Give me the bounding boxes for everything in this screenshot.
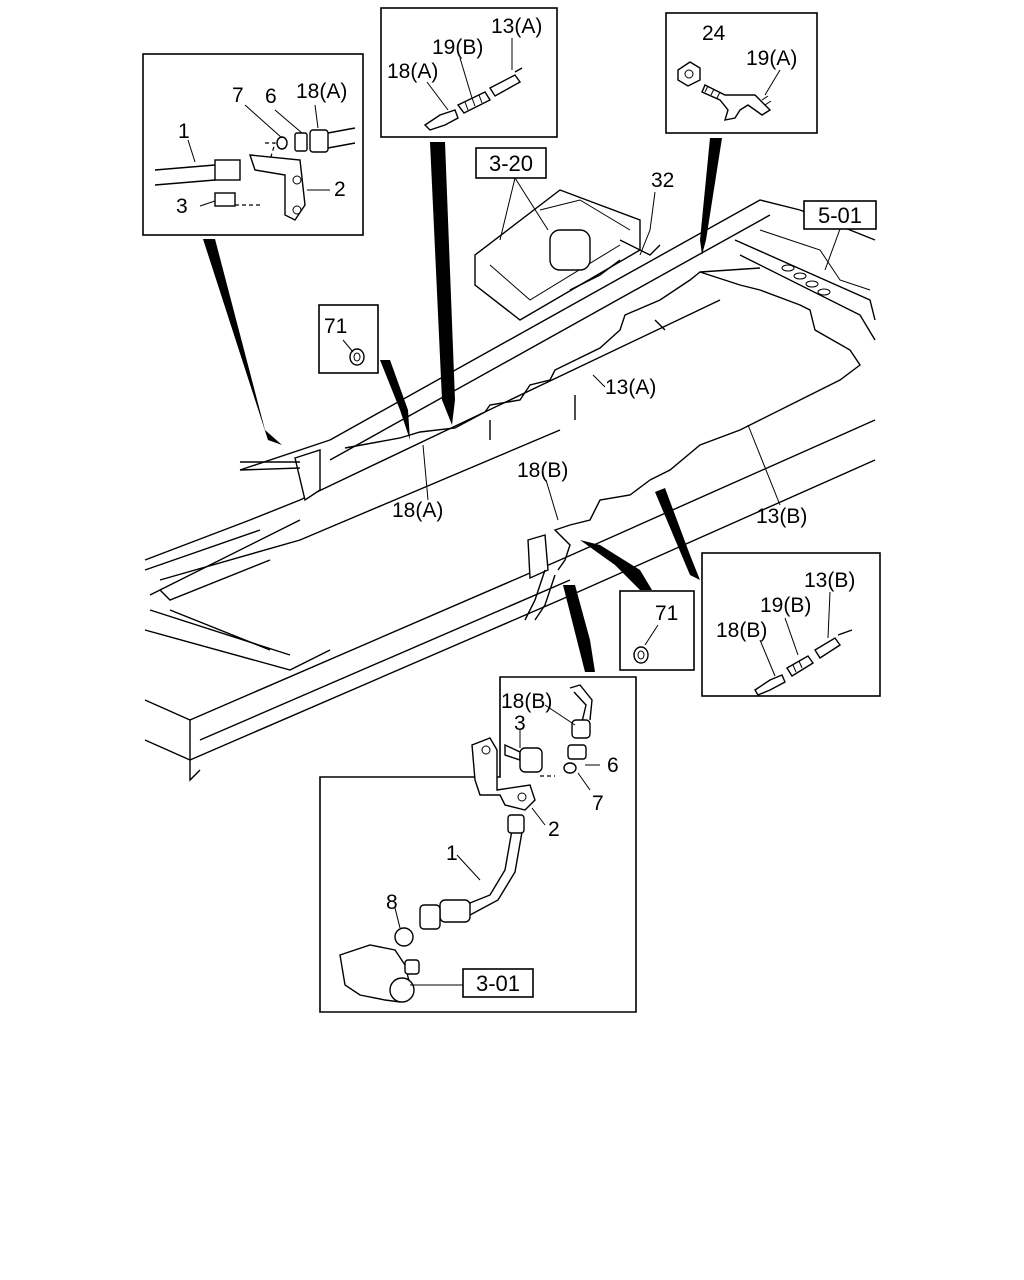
callout-3: 3 bbox=[176, 195, 188, 218]
leader-bottom bbox=[563, 585, 595, 672]
brake-pipe-13b bbox=[553, 479, 651, 571]
callout-18a-tc: 18(A) bbox=[387, 60, 438, 83]
ref-5-01-label: 5-01 bbox=[818, 203, 862, 228]
ref-3-01-label: 3-01 bbox=[476, 971, 520, 996]
callout-18a-main: 18(A) bbox=[392, 499, 443, 522]
callout-19b-rr: 19(B) bbox=[760, 594, 811, 617]
detail-box-tee-19a bbox=[665, 12, 818, 134]
detail-box-clip-71-lower bbox=[619, 590, 695, 671]
leader-tc bbox=[430, 142, 455, 425]
callout-24: 24 bbox=[702, 22, 726, 45]
leader-tl bbox=[203, 239, 282, 445]
callout-6: 6 bbox=[265, 85, 277, 108]
callout-7-bd: 7 bbox=[592, 792, 604, 815]
callout-71-upper: 71 bbox=[324, 315, 347, 338]
callout-13a: 13(A) bbox=[491, 15, 542, 38]
ref-box-3-01[interactable]: 3-01 bbox=[462, 968, 534, 998]
callout-19b: 19(B) bbox=[432, 36, 483, 59]
callout-18b-rr: 18(B) bbox=[716, 619, 767, 642]
leader-tr bbox=[700, 138, 722, 255]
detail-box-union-13a bbox=[380, 7, 558, 138]
callout-7: 7 bbox=[232, 84, 244, 107]
detail-box-clip-71-upper bbox=[318, 304, 379, 374]
leader-71-upper bbox=[380, 360, 410, 440]
brake-pipe-13a bbox=[344, 271, 861, 481]
callout-1-bd: 1 bbox=[446, 842, 458, 865]
callout-13a-main: 13(A) bbox=[605, 376, 656, 399]
detail-box-hose-bracket-upper bbox=[142, 53, 364, 236]
chassis-frame bbox=[144, 189, 876, 782]
callout-18b-bd: 18(B) bbox=[501, 690, 552, 713]
callout-2: 2 bbox=[334, 178, 346, 201]
callout-18b-main: 18(B) bbox=[517, 459, 568, 482]
callout-3-bd: 3 bbox=[514, 712, 526, 735]
detail-box-hose-valve-lower bbox=[319, 676, 637, 1013]
part-callouts: 7 6 18(A) 1 3 2 13(A) 19(B) 18(A) 24 19(… bbox=[176, 15, 855, 914]
callout-1: 1 bbox=[178, 120, 190, 143]
callout-71-lower: 71 bbox=[655, 602, 678, 625]
callout-19a: 19(A) bbox=[746, 47, 797, 70]
leader-71-lower bbox=[580, 540, 652, 590]
detail-box-union-13b bbox=[701, 552, 881, 697]
callout-8-bd: 8 bbox=[386, 891, 398, 914]
ref-box-3-20[interactable]: 3-20 bbox=[475, 147, 547, 179]
callout-18a: 18(A) bbox=[296, 80, 347, 103]
leader-rr bbox=[655, 488, 700, 580]
callout-13b-main: 13(B) bbox=[756, 505, 807, 528]
callout-32: 32 bbox=[651, 169, 674, 192]
callout-2-bd: 2 bbox=[548, 818, 560, 841]
ref-box-5-01[interactable]: 5-01 bbox=[803, 200, 877, 230]
callout-13b-rr: 13(B) bbox=[804, 569, 855, 592]
ref-3-20-label: 3-20 bbox=[489, 151, 533, 176]
callout-6-bd: 6 bbox=[607, 754, 619, 777]
